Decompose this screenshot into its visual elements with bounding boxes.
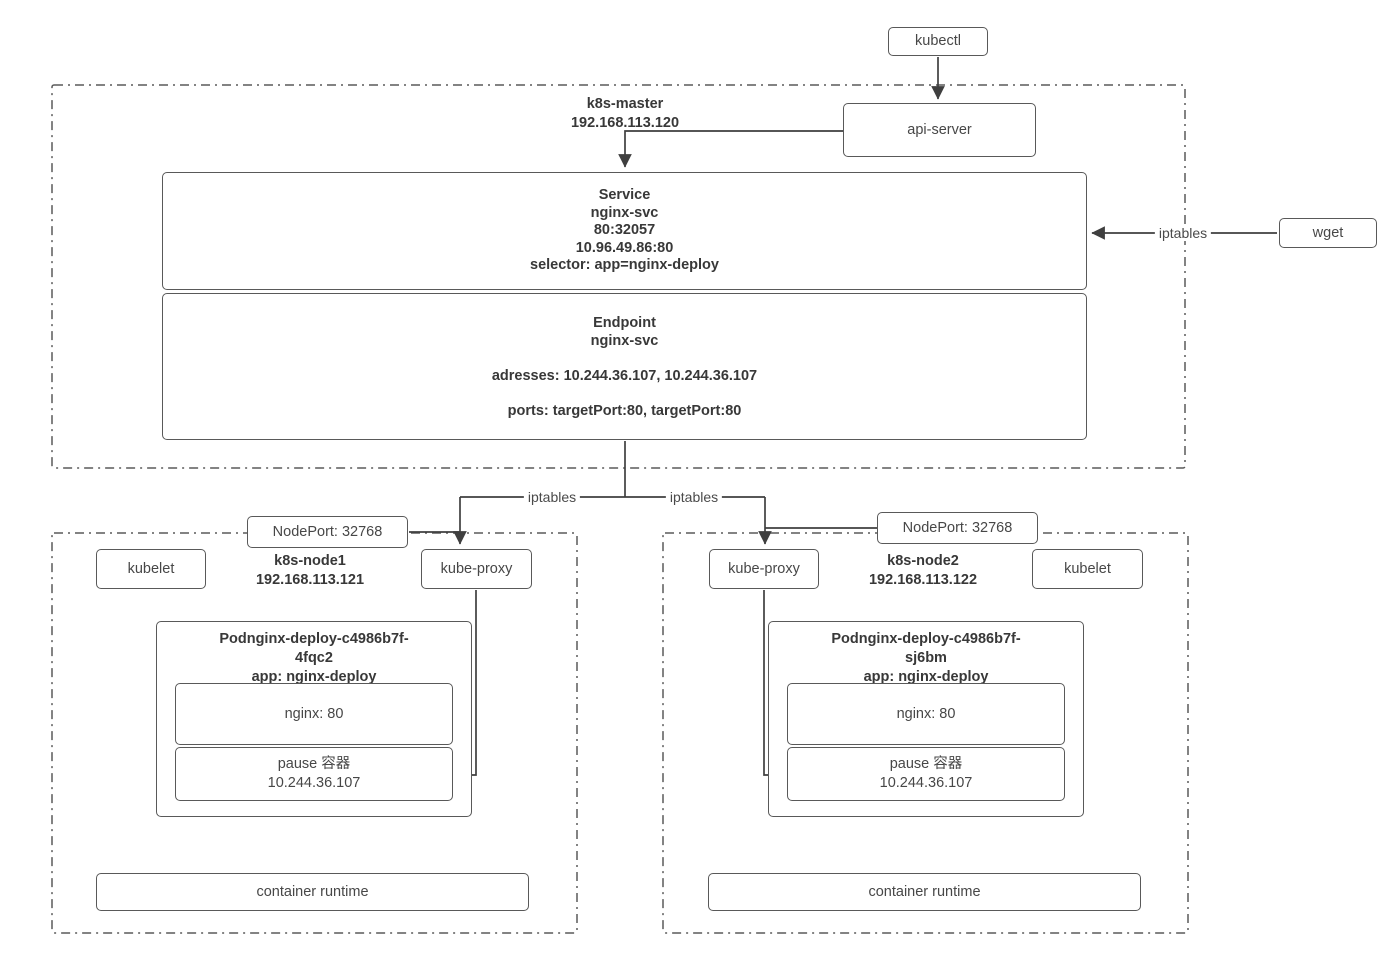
k8s-node1-ip: 192.168.113.121 [255,571,365,588]
endpoint-title: Endpoint [593,314,656,331]
nginx2-container-box: nginx: 80 [787,683,1065,745]
nodeport1-label: NodePort: 32768 [272,523,383,540]
pause2-container-label: pause 容器 [889,756,963,772]
endpoint-addresses: adresses: 10.244.36.107, 10.244.36.107 [491,367,758,384]
k8s-node1-name: k8s-node1 [274,553,346,569]
k8s-master-title: k8s-master 192.168.113.120 [540,95,710,132]
endpoint-box: Endpoint nginx-svc adresses: 10.244.36.1… [162,293,1087,440]
arrow-api-server-to-service [618,130,843,168]
service-title: Service [598,187,651,204]
pod2-title-line2: sj6bm [905,650,947,666]
kubelet2-label: kubelet [1064,560,1111,577]
k8s-node2-ip: 192.168.113.122 [868,571,978,588]
kube-proxy1-label: kube-proxy [440,560,513,577]
api-server-label: api-server [907,121,972,138]
container-runtime1-label: container runtime [256,883,369,900]
pause1-container-ip: 10.244.36.107 [267,775,361,791]
service-name: nginx-svc [590,204,659,221]
pod1-title-line2: 4fqc2 [295,650,333,666]
nodeport2-label: NodePort: 32768 [902,519,1013,536]
pod1-title-line1: Podnginx-deploy-c4986b7f- [219,631,409,647]
kube-proxy2-label: kube-proxy [728,560,800,577]
pause1-container-label: pause 容器 [277,756,351,772]
kubectl-label: kubectl [915,33,961,49]
service-selector: selector: app=nginx-deploy [530,257,719,274]
k8s-node1-title: k8s-node1 192.168.113.121 [225,552,395,589]
endpoint-ports: ports: targetPort:80, targetPort:80 [507,402,742,419]
kube-proxy1-box: kube-proxy [421,549,532,589]
pod1-app-label: app: nginx-deploy [251,669,377,685]
k8s-master-ip: 192.168.113.120 [570,114,680,131]
k8s-master-name: k8s-master [586,96,664,112]
nginx1-container-box: nginx: 80 [175,683,453,745]
container-runtime1-box: container runtime [96,873,529,911]
kube-proxy2-box: kube-proxy [709,549,819,589]
nodeport2-box: NodePort: 32768 [877,512,1038,544]
kubelet1-label: kubelet [127,560,175,577]
iptables-label-node2: iptables [665,489,723,505]
service-cluster-ip: 10.96.49.86:80 [575,239,674,256]
pause2-container-ip: 10.244.36.107 [879,775,973,791]
nodeport1-box: NodePort: 32768 [247,516,408,548]
service-box: Service nginx-svc 80:32057 10.96.49.86:8… [162,172,1087,290]
pause2-container-box: pause 容器 10.244.36.107 [787,747,1065,801]
pod2-title-line1: Podnginx-deploy-c4986b7f- [831,631,1021,647]
nginx2-container-label: nginx: 80 [896,705,956,722]
iptables-label-wget: iptables [1154,225,1212,241]
container-runtime2-box: container runtime [708,873,1141,911]
k8s-node2-name: k8s-node2 [887,553,959,569]
kubelet1-box: kubelet [96,549,206,589]
api-server-box: api-server [843,103,1036,157]
wget-label: wget [1312,224,1344,241]
service-port-mapping: 80:32057 [593,222,656,239]
iptables-label-node1: iptables [523,489,581,505]
pod2-app-label: app: nginx-deploy [863,669,989,685]
wget-box: wget [1279,218,1377,248]
k8s-node2-title: k8s-node2 192.168.113.122 [838,552,1008,589]
nginx1-container-label: nginx: 80 [284,705,344,722]
endpoint-name: nginx-svc [590,332,659,349]
kubelet2-box: kubelet [1032,549,1143,589]
kubectl-box: kubectl [888,27,988,56]
container-runtime2-label: container runtime [868,883,981,900]
pause1-container-box: pause 容器 10.244.36.107 [175,747,453,801]
